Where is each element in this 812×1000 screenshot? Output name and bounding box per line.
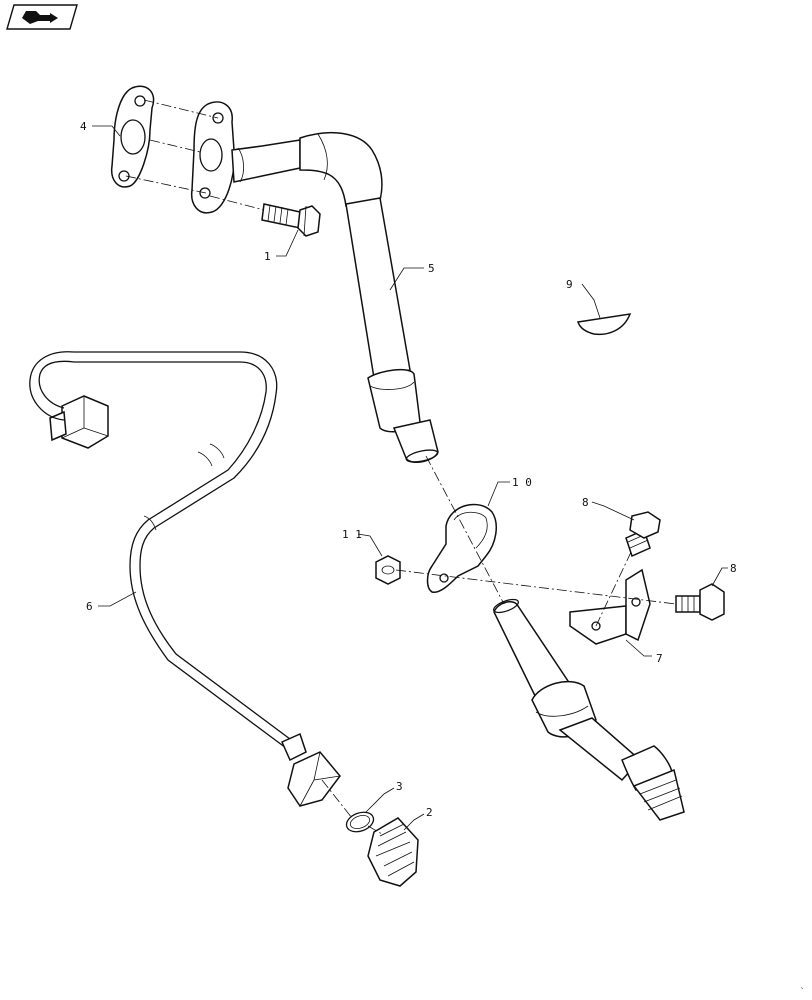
- bolt-part-8-right[interactable]: [675, 583, 725, 621]
- leader-lines: [92, 125, 728, 831]
- bolt-part-1[interactable]: [261, 203, 321, 237]
- key-part-9[interactable]: [577, 313, 632, 336]
- callout-8-upper: 8: [582, 496, 589, 509]
- gasket-part-4[interactable]: [110, 85, 155, 188]
- clamp-part-10[interactable]: [426, 503, 498, 593]
- callout-7: 7: [656, 652, 663, 665]
- callout-2: 2: [426, 806, 433, 819]
- fitting-part-2[interactable]: [367, 817, 419, 887]
- bracket-part-7[interactable]: [569, 568, 651, 645]
- callout-10: 1 0: [512, 476, 532, 489]
- callout-8-right: 8: [730, 562, 737, 575]
- callout-5: 5: [428, 262, 435, 275]
- corner-mark: `: [800, 986, 805, 996]
- callout-labels: 4 1 5 9 1 0 1 1 8 8 7 6 3 2: [80, 120, 737, 819]
- nut-part-11[interactable]: [375, 555, 401, 585]
- assembly-centerlines: [125, 99, 677, 835]
- tube-lower-section[interactable]: [492, 597, 685, 821]
- oring-part-3[interactable]: [344, 809, 376, 835]
- tube-part-5[interactable]: [190, 101, 439, 464]
- callout-1: 1: [264, 250, 271, 263]
- callout-9: 9: [566, 278, 573, 291]
- page-flip-icon[interactable]: [6, 4, 78, 30]
- bolt-part-8-upper[interactable]: [625, 511, 661, 558]
- callout-3: 3: [396, 780, 403, 793]
- callout-6: 6: [86, 600, 93, 613]
- callout-11: 1 1: [342, 528, 362, 541]
- tube-part-6[interactable]: [29, 351, 341, 807]
- callout-4: 4: [80, 120, 87, 133]
